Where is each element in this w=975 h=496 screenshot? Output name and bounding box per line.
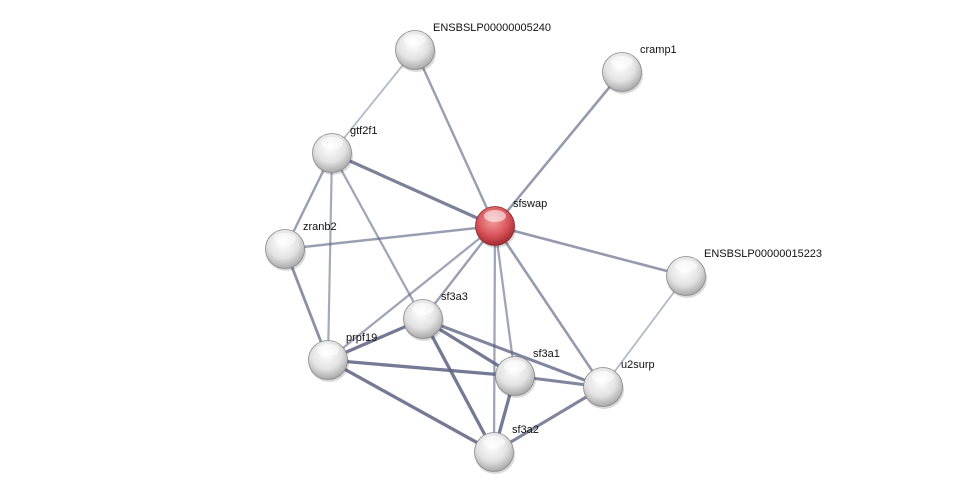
node-label: prpf19 (346, 332, 377, 344)
edge-sf3a3-u2surp[interactable] (422, 317, 604, 389)
node-cramp1[interactable]: cramp1 (602, 44, 677, 94)
edge-sfswap-ENSBSLP00000015223[interactable] (494, 224, 687, 278)
edge-ENSBSLP00000015223-u2surp[interactable] (602, 275, 687, 388)
node-label: sf3a2 (512, 424, 539, 436)
node-highlight (317, 344, 339, 356)
node-label: sf3a1 (533, 348, 560, 360)
node-highlight (611, 56, 633, 68)
node-sf3a2[interactable]: sf3a2 (474, 424, 539, 474)
node-ENSBSLP00000015223[interactable]: ENSBSLP00000015223 (666, 248, 823, 298)
node-label: ENSBSLP00000005240 (433, 22, 551, 34)
edge-gtf2f1-sfswap[interactable] (331, 151, 496, 228)
node-highlight (404, 34, 426, 46)
node-label: u2surp (621, 359, 655, 371)
node-zranb2[interactable]: zranb2 (265, 221, 337, 271)
edge-sf3a3-sf3a2[interactable] (421, 318, 496, 453)
edge-gtf2f1-prpf19[interactable] (326, 152, 334, 361)
node-label: cramp1 (640, 44, 677, 56)
node-label: zranb2 (303, 221, 337, 233)
node-label: ENSBSLP00000015223 (704, 248, 822, 260)
node-sfswap[interactable]: sfswap (475, 198, 548, 248)
edge-sfswap-sf3a2[interactable] (492, 225, 497, 453)
edge-zranb2-sfswap[interactable] (284, 224, 496, 251)
node-highlight (274, 233, 296, 245)
node-highlight (483, 436, 505, 448)
edge-sfswap-prpf19[interactable] (327, 225, 496, 361)
node-sf3a3[interactable]: sf3a3 (403, 291, 468, 341)
edge-prpf19-sf3a2[interactable] (327, 358, 495, 454)
node-highlight (675, 260, 697, 272)
edge-cramp1-sfswap[interactable] (493, 71, 624, 227)
node-highlight (592, 371, 614, 383)
edge-gtf2f1-sf3a3[interactable] (330, 152, 425, 320)
node-ENSBSLP00000005240[interactable]: ENSBSLP00000005240 (395, 22, 552, 72)
node-u2surp[interactable]: u2surp (583, 359, 655, 409)
node-label: gtf2f1 (350, 125, 378, 137)
edge-ENSBSLP00000005240-sfswap[interactable] (413, 49, 497, 227)
edge-ENSBSLP00000005240-gtf2f1[interactable] (331, 49, 416, 154)
node-sf3a1[interactable]: sf3a1 (495, 348, 560, 398)
edge-sfswap-u2surp[interactable] (493, 225, 605, 388)
node-highlight (504, 360, 526, 372)
node-gtf2f1[interactable]: gtf2f1 (312, 125, 378, 175)
edge-sf3a2-u2surp[interactable] (493, 385, 604, 454)
node-highlight (321, 137, 343, 149)
edge-prpf19-sf3a1[interactable] (327, 358, 516, 378)
node-highlight (412, 303, 434, 315)
node-prpf19[interactable]: prpf19 (308, 332, 378, 382)
node-highlight (484, 210, 506, 222)
node-label: sf3a3 (441, 291, 468, 303)
node-label: sfswap (513, 198, 547, 210)
